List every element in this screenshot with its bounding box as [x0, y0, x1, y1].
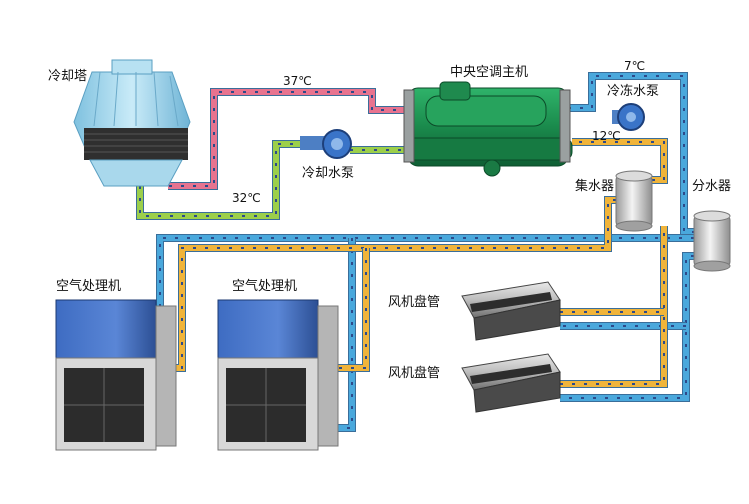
pipe-chilled-return-up-flow-arrows — [572, 141, 665, 181]
label-chiller: 中央空调主机 — [450, 65, 529, 80]
pipe-chilled-supply-main — [568, 73, 694, 235]
air-handling-unit-1 — [55, 299, 177, 451]
label-fcu-1: 风机盘管 — [388, 295, 441, 310]
pipe-chilled-return-ahu2-flow-arrows — [338, 248, 367, 369]
label-distributor: 分水器 — [692, 179, 732, 194]
pipe-cooling-cold — [137, 141, 300, 219]
distributor-tank — [693, 210, 731, 272]
pipe-network — [136, 72, 694, 432]
temp-cooling-cold: 32℃ — [232, 191, 261, 205]
label-cooling-tower: 冷却塔 — [48, 69, 88, 84]
label-fcu-2: 风机盘管 — [388, 366, 441, 381]
label-ahu-2: 空气处理机 — [232, 279, 298, 294]
label-collector: 集水器 — [575, 179, 615, 194]
pipe-chilled-return-fcu — [560, 226, 667, 387]
cooling-water-pump — [300, 129, 352, 159]
pipe-chilled-return-main-flow-arrows — [176, 199, 616, 369]
fan-coil-unit-1 — [461, 281, 561, 341]
cooling-tower — [73, 59, 191, 187]
label-cooling-pump: 冷却水泵 — [302, 166, 355, 181]
pipe-chilled-supply-ahu2 — [338, 238, 355, 431]
temp-chilled-return: 12℃ — [592, 129, 621, 143]
label-ahu-1: 空气处理机 — [56, 279, 122, 294]
collector-tank — [615, 170, 653, 232]
pipe-chilled-supply-branch-flow-arrows — [156, 237, 694, 429]
temp-chilled-supply: 7℃ — [624, 59, 646, 73]
label-chilled-pump: 冷冻水泵 — [607, 84, 660, 99]
temp-cooling-hot: 37℃ — [283, 74, 312, 88]
fan-coil-unit-2 — [461, 353, 561, 413]
pipe-cooling-hot — [168, 89, 408, 189]
pipe-cooling-hot-flow-arrows — [168, 91, 408, 187]
chilled-water-pump — [612, 103, 645, 131]
chiller-unit — [403, 81, 573, 177]
air-handling-unit-2 — [217, 299, 339, 451]
